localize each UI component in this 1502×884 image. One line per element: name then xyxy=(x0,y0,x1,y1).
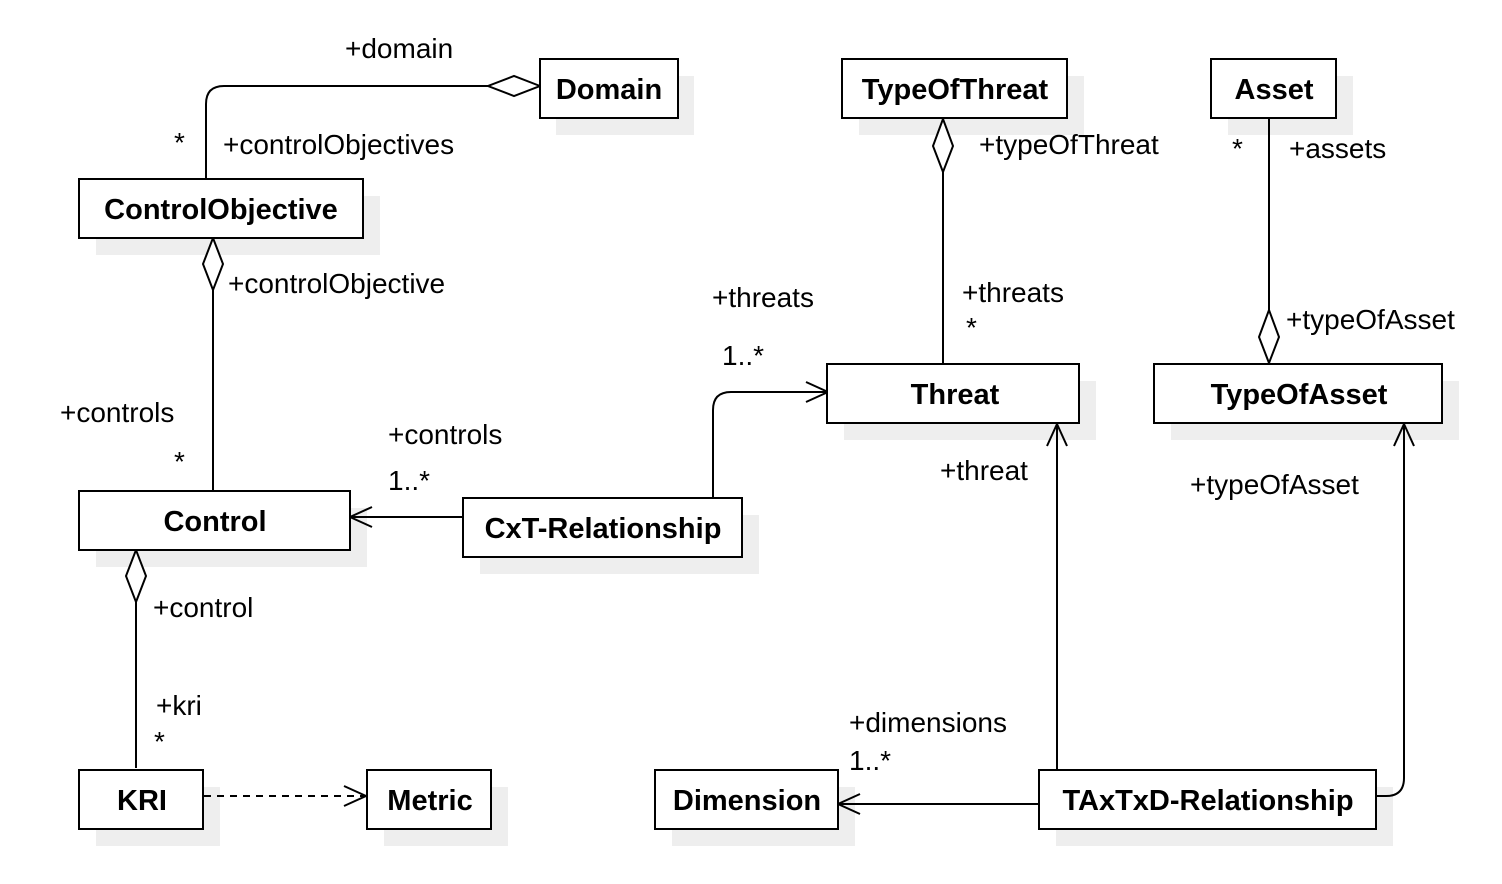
aggregation-diamond-typeofthreat xyxy=(931,116,955,175)
role-controlobjective: +controlObjective xyxy=(228,268,445,299)
role-controls-left: +controls xyxy=(60,397,174,428)
class-dimension-label: Dimension xyxy=(673,785,821,817)
mult-threats-typeofthreat: * xyxy=(966,312,977,343)
class-kri-label: KRI xyxy=(117,785,167,817)
role-controls-cxt: +controls xyxy=(388,419,502,450)
aggregation-diamond-controlobjective xyxy=(201,235,225,293)
class-threat-label: Threat xyxy=(911,379,1000,411)
mult-controlobjectives: * xyxy=(174,127,185,158)
class-typeofthreat-label: TypeOfThreat xyxy=(862,74,1049,106)
class-cxt-relationship[interactable]: CxT-Relationship xyxy=(462,497,743,558)
aggregation-diamond-typeofasset xyxy=(1257,307,1281,366)
class-controlobjective-label: ControlObjective xyxy=(104,194,338,226)
class-asset[interactable]: Asset xyxy=(1210,58,1337,119)
assoc-cxt-threat xyxy=(712,391,826,497)
class-cxt-relationship-label: CxT-Relationship xyxy=(485,513,722,545)
mult-controls-left: * xyxy=(174,446,185,477)
role-threat: +threat xyxy=(940,455,1028,486)
class-threat[interactable]: Threat xyxy=(826,363,1080,424)
associations xyxy=(124,74,1415,815)
role-threats-typeofthreat: +threats xyxy=(962,277,1064,308)
class-domain-label: Domain xyxy=(556,74,662,106)
class-taxtxd-relationship[interactable]: TAxTxD-Relationship xyxy=(1038,769,1377,830)
role-threats-cxt: +threats xyxy=(712,282,814,313)
mult-threats-cxt: 1..* xyxy=(722,340,764,371)
class-asset-label: Asset xyxy=(1235,74,1314,106)
class-kri[interactable]: KRI xyxy=(78,769,204,830)
mult-dimensions: 1..* xyxy=(849,745,891,776)
class-control[interactable]: Control xyxy=(78,490,351,551)
class-controlobjective[interactable]: ControlObjective xyxy=(78,178,364,239)
aggregation-diamond-domain xyxy=(485,74,543,98)
class-metric-label: Metric xyxy=(387,785,472,817)
class-metric[interactable]: Metric xyxy=(366,769,492,830)
role-controlobjectives: +controlObjectives xyxy=(223,129,454,160)
role-typeofasset-top: +typeOfAsset xyxy=(1286,304,1455,335)
assoc-controlobjective-domain xyxy=(205,85,488,178)
mult-kri: * xyxy=(154,726,165,757)
role-typeofasset-bottom: +typeOfAsset xyxy=(1190,469,1359,500)
role-kri: +kri xyxy=(156,690,202,721)
aggregation-diamond-control xyxy=(124,547,148,605)
role-typeofthreat: +typeOfThreat xyxy=(979,129,1159,160)
assoc-taxtxd-typeofasset xyxy=(1377,425,1405,797)
class-typeofasset-label: TypeOfAsset xyxy=(1211,379,1388,411)
class-control-label: Control xyxy=(163,506,266,538)
class-taxtxd-relationship-label: TAxTxD-Relationship xyxy=(1062,785,1353,817)
class-dimension[interactable]: Dimension xyxy=(654,769,839,830)
association-labels: +domain * +controlObjectives +controlObj… xyxy=(60,33,1455,776)
role-domain: +domain xyxy=(345,33,453,64)
class-domain[interactable]: Domain xyxy=(539,58,679,119)
class-typeofasset[interactable]: TypeOfAsset xyxy=(1153,363,1443,424)
mult-assets: * xyxy=(1232,133,1243,164)
role-assets: +assets xyxy=(1289,133,1386,164)
role-control: +control xyxy=(153,592,253,623)
mult-controls-cxt: 1..* xyxy=(388,465,430,496)
class-typeofthreat[interactable]: TypeOfThreat xyxy=(841,58,1068,119)
role-dimensions: +dimensions xyxy=(849,707,1007,738)
